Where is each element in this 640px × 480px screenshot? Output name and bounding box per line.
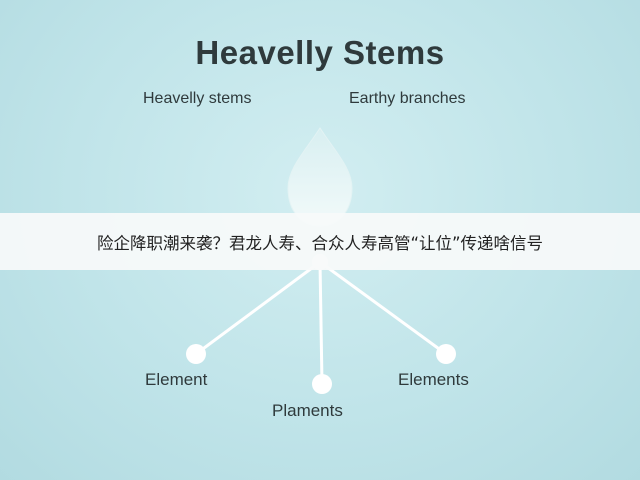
branch-line-center <box>318 261 324 385</box>
node-center <box>312 374 332 394</box>
node-left <box>186 344 206 364</box>
branch-line-right <box>319 260 447 356</box>
headline-text[interactable]: 险企降职潮来袭？君龙人寿、合众人寿高管“让位”传递啥信号 <box>96 233 544 253</box>
subtitle-heavenly-stems: Heavelly stems <box>143 90 252 107</box>
branch-line-left <box>195 260 321 356</box>
node-label-element: Element <box>145 370 208 389</box>
diagram-title: Heavelly Stems <box>195 34 445 71</box>
subtitle-earthy-branches: Earthy branches <box>349 90 466 107</box>
headline-banner: 险企降职潮来袭？君龙人寿、合众人寿高管“让位”传递啥信号 <box>0 213 640 270</box>
water-drop-icon <box>287 127 353 227</box>
node-label-plaments: Plaments <box>272 401 343 420</box>
node-label-elements: Elements <box>398 370 469 389</box>
node-right <box>436 344 456 364</box>
